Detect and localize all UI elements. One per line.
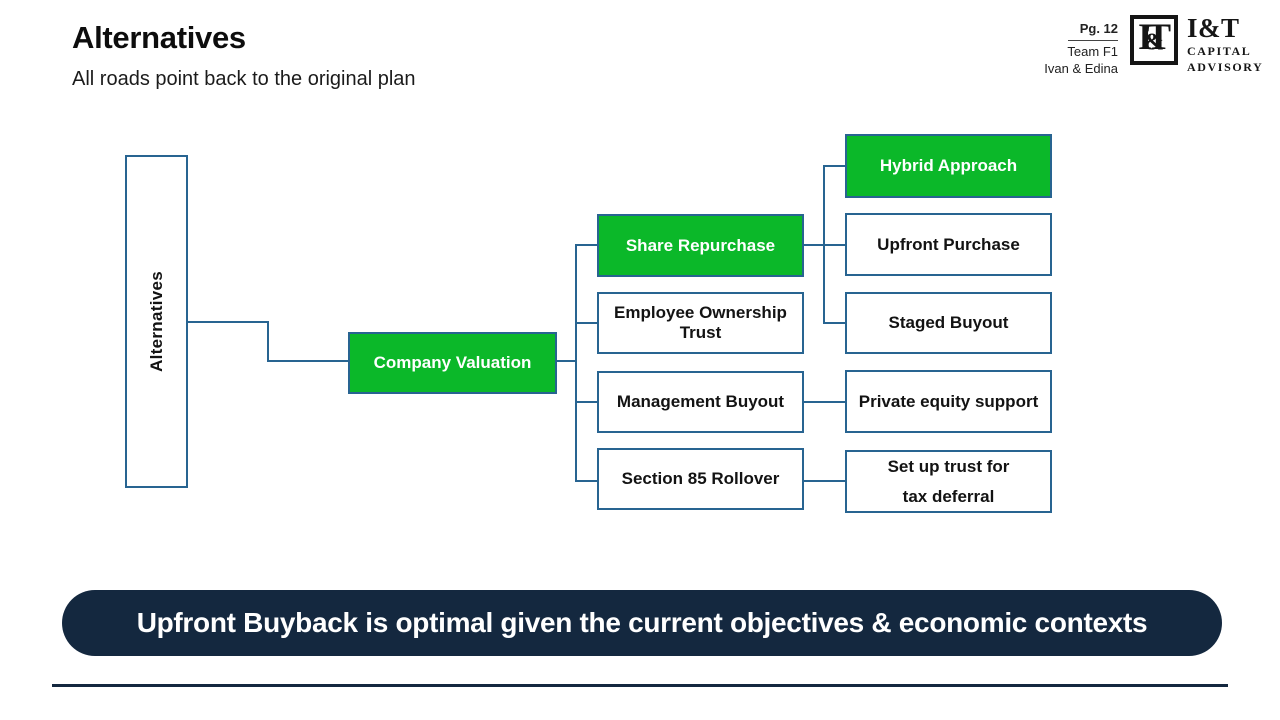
connector-root-h1 bbox=[188, 321, 269, 323]
connector-trunk-level2 bbox=[575, 244, 577, 482]
node-management-buyout: Management Buyout bbox=[597, 371, 804, 433]
connector-stub-employee-trust bbox=[575, 322, 597, 324]
connector-stub-share-repurchase bbox=[575, 244, 597, 246]
slide-meta: Pg. 12 Team F1 Ivan & Edina bbox=[1044, 21, 1118, 77]
conclusion-banner: Upfront Buyback is optimal given the cur… bbox=[62, 590, 1222, 656]
node-employee-ownership-trust-label: Employee Ownership Trust bbox=[614, 303, 787, 342]
node-share-repurchase-label: Share Repurchase bbox=[625, 235, 776, 255]
node-management-buyout-label: Management Buyout bbox=[616, 392, 785, 412]
node-trust-tax-deferral-label: Set up trust for tax deferral bbox=[887, 456, 1010, 506]
node-company-valuation: Company Valuation bbox=[348, 332, 557, 394]
node-staged-buyout: Staged Buyout bbox=[845, 292, 1052, 354]
connector-trunk-level3 bbox=[823, 165, 825, 323]
node-employee-ownership-trust: Employee Ownership Trust bbox=[597, 292, 804, 354]
logo-advisory: ADVISORY bbox=[1187, 60, 1264, 75]
company-logo: I & T I&T CAPITAL ADVISORY bbox=[1130, 15, 1263, 74]
authors-label: Ivan & Edina bbox=[1044, 60, 1118, 76]
logo-monogram-icon: I & T bbox=[1130, 15, 1178, 65]
node-alternatives: Alternatives bbox=[125, 155, 188, 488]
page-number: Pg. 12 bbox=[1079, 21, 1118, 36]
connector-stub-management-buyout bbox=[575, 401, 597, 403]
node-upfront-purchase-label: Upfront Purchase bbox=[877, 234, 1020, 254]
connector-s85-trust bbox=[804, 480, 845, 482]
connector-root-h2 bbox=[267, 360, 348, 362]
node-private-equity-support-label: Private equity support bbox=[858, 391, 1039, 411]
node-upfront-purchase: Upfront Purchase bbox=[845, 213, 1052, 276]
node-trust-tax-deferral: Set up trust for tax deferral bbox=[845, 450, 1052, 513]
logo-monogram-amp: & bbox=[1144, 29, 1164, 56]
logo-monogram-i: I bbox=[1138, 17, 1153, 58]
logo-text: I&T CAPITAL ADVISORY bbox=[1187, 13, 1264, 75]
conclusion-banner-text: Upfront Buyback is optimal given the cur… bbox=[136, 607, 1148, 638]
connector-valuation-out bbox=[557, 360, 577, 362]
node-hybrid-approach: Hybrid Approach bbox=[845, 134, 1052, 198]
node-private-equity-support: Private equity support bbox=[845, 370, 1052, 433]
team-label: Team F1 bbox=[1067, 44, 1118, 60]
node-hybrid-approach-label: Hybrid Approach bbox=[879, 156, 1018, 176]
page-subtitle: All roads point back to the original pla… bbox=[72, 68, 416, 90]
connector-stub-staged bbox=[823, 322, 845, 324]
footer-rule bbox=[52, 684, 1228, 687]
node-section-85-rollover: Section 85 Rollover bbox=[597, 448, 804, 510]
meta-divider bbox=[1068, 40, 1118, 42]
node-share-repurchase: Share Repurchase bbox=[597, 214, 804, 277]
node-staged-buyout-label: Staged Buyout bbox=[888, 313, 1009, 333]
connector-root-v bbox=[267, 321, 269, 362]
logo-name: I&T bbox=[1187, 13, 1240, 43]
logo-capital: CAPITAL bbox=[1187, 44, 1252, 58]
logo-monogram-t: T bbox=[1146, 17, 1171, 58]
connector-mbo-private-equity bbox=[804, 401, 845, 403]
node-section-85-rollover-label: Section 85 Rollover bbox=[621, 469, 780, 489]
page-title: Alternatives bbox=[72, 20, 246, 55]
connector-stub-hybrid bbox=[823, 165, 845, 167]
node-alternatives-label: Alternatives bbox=[146, 271, 166, 372]
node-company-valuation-label: Company Valuation bbox=[373, 353, 532, 373]
connector-stub-section-85 bbox=[575, 480, 597, 482]
